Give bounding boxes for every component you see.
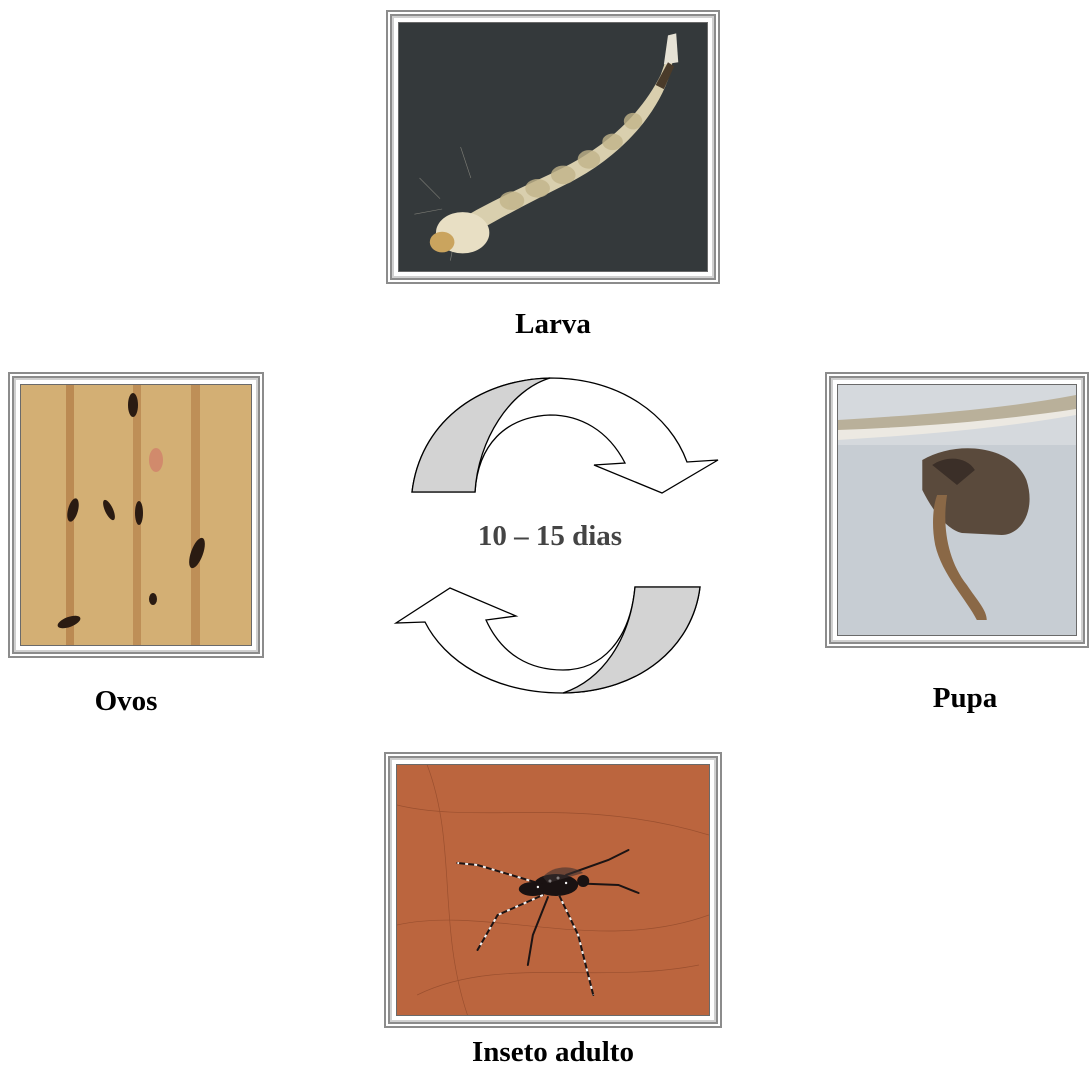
larva-photo	[398, 22, 708, 272]
pupa-photo-frame	[825, 372, 1089, 648]
eggs-photo	[20, 384, 252, 646]
eggs-photo-frame	[8, 372, 264, 658]
adult-label: Inseto adulto	[393, 1036, 713, 1069]
cycle-duration-label: 10 – 15 dias	[440, 520, 660, 553]
adult-photo	[396, 764, 710, 1016]
pupa-label: Pupa	[865, 682, 1065, 715]
life-cycle-arrows	[380, 295, 725, 700]
eggs-label: Ovos	[26, 685, 226, 718]
larva-photo-frame	[386, 10, 720, 284]
pupa-photo	[837, 384, 1077, 636]
adult-photo-frame	[384, 752, 722, 1028]
